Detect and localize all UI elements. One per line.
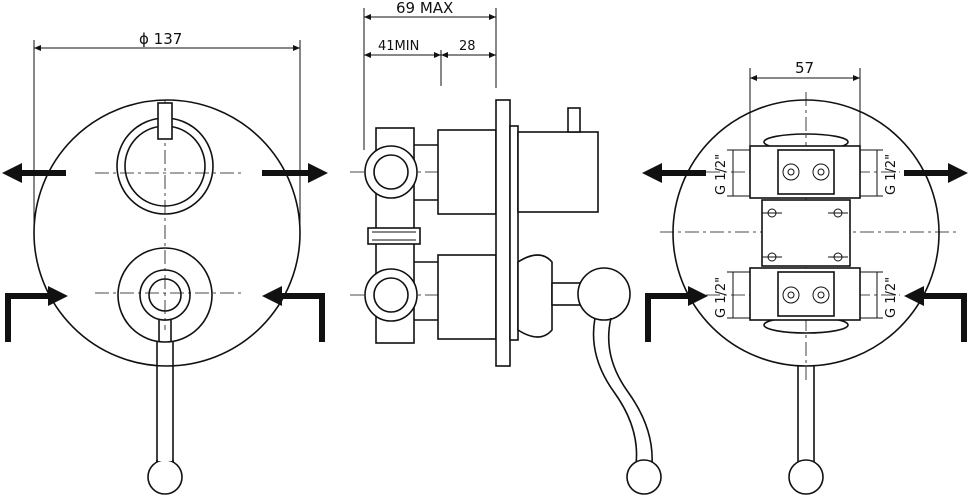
escutcheon-plate — [33, 99, 301, 367]
arrow-right-icon — [2, 163, 66, 183]
upper-port-inner — [373, 154, 409, 190]
bent-arrow-icon — [904, 286, 967, 342]
arrow-right-icon — [642, 163, 706, 183]
wall-plate — [495, 99, 511, 367]
upper-port-outer — [364, 145, 418, 199]
side-handle-ball — [626, 459, 662, 495]
rear-handle-ball — [788, 459, 824, 495]
rear-plate — [672, 99, 940, 367]
bent-arrow-icon — [5, 286, 68, 342]
thread-label-tl: G 1/2" — [714, 154, 729, 195]
mixer-base — [117, 247, 213, 343]
rear-view: 57 G 1/2" G 1/2" G 1/2" G 1/2" — [642, 59, 968, 495]
arrow-right-icon — [904, 163, 968, 183]
side-view: 69 MAX 41MIN 28 — [350, 0, 662, 495]
depth-28-label: 28 — [459, 39, 476, 54]
diameter-label: ϕ 137 — [139, 30, 182, 48]
lower-port-inner — [373, 277, 409, 313]
thread-label-tr: G 1/2" — [884, 154, 899, 195]
arrow-right-icon — [262, 163, 328, 183]
bent-arrow-icon — [262, 286, 325, 342]
thread-label-bl: G 1/2" — [714, 277, 729, 318]
handle-ball — [147, 459, 183, 495]
mixer-hub-outer — [139, 269, 191, 321]
min-depth-label: 41MIN — [378, 39, 419, 54]
mixer-hub-inner — [148, 278, 182, 312]
lever-pivot — [577, 267, 631, 321]
bent-arrow-icon — [645, 286, 708, 342]
side-lever — [592, 317, 638, 465]
front-view: ϕ 137 — [2, 30, 328, 495]
mixer-handle — [156, 342, 174, 462]
diverter-lever — [157, 102, 173, 140]
lower-port-outer — [364, 268, 418, 322]
thread-label-br: G 1/2" — [884, 277, 899, 318]
max-depth-label: 69 MAX — [396, 0, 453, 17]
width-57-label: 57 — [795, 59, 814, 77]
